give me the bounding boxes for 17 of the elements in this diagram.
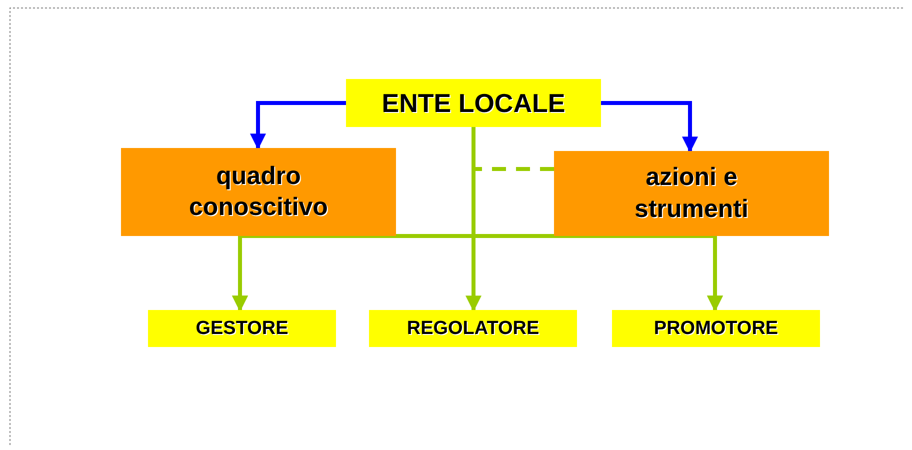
arrow — [250, 101, 346, 150]
box-label: quadro conoscitivo — [188, 160, 329, 223]
role-box — [148, 310, 336, 347]
box-label: ENTE LOCALE — [380, 86, 566, 120]
arrow — [466, 127, 482, 312]
dashed-connector — [472, 127, 554, 171]
role-box — [369, 310, 577, 347]
box-label: GESTORE — [194, 316, 290, 340]
process-box — [121, 148, 396, 236]
arrow — [707, 236, 723, 312]
title-box — [346, 79, 601, 127]
box-label: REGOLATORE — [406, 316, 540, 340]
process-box — [554, 151, 829, 236]
box-label: PROMOTORE — [652, 316, 780, 340]
role-box — [612, 310, 820, 347]
box-label: azioni e strumenti — [634, 162, 750, 224]
arrow — [601, 101, 698, 153]
